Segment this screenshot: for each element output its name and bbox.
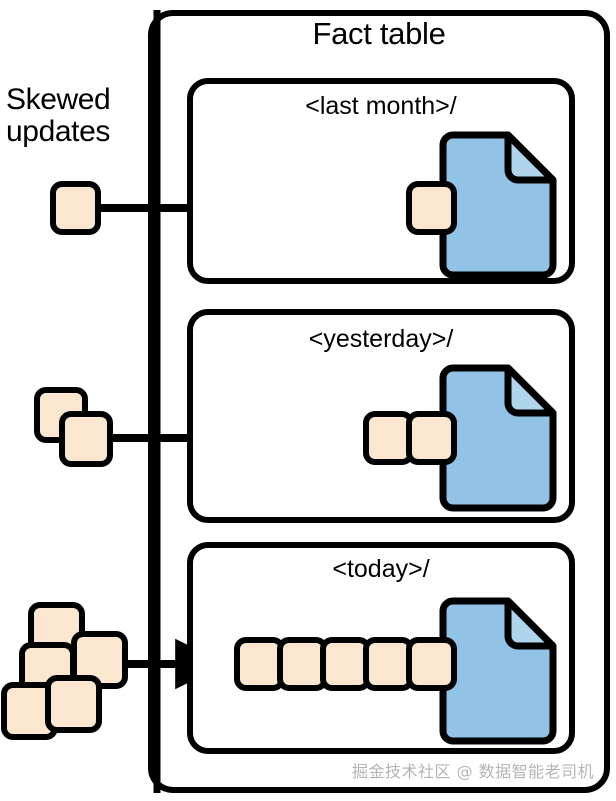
partition-label-last-month: <last month>/ — [305, 92, 457, 120]
partition-panel-today[interactable] — [187, 542, 575, 754]
partition-panel-yesterday[interactable] — [187, 309, 575, 523]
appended-block — [406, 411, 457, 465]
document-icon — [439, 597, 557, 745]
update-box — [45, 675, 102, 733]
appended-blocks — [234, 637, 457, 691]
watermark-text: 掘金技术社区 @ 数据智能老司机 — [352, 762, 595, 781]
document-icon — [439, 364, 557, 512]
update-box — [59, 411, 113, 467]
fact-table-frame — [148, 10, 610, 793]
appended-block — [363, 637, 414, 691]
partition-label-yesterday: <yesterday>/ — [308, 325, 454, 353]
skewed-updates-label: Skewed updates — [6, 83, 111, 148]
page-title: Fact table — [312, 16, 446, 51]
skewed-update-stack-today[interactable] — [1, 602, 128, 740]
appended-block — [320, 637, 371, 691]
partition-label-today: <today>/ — [332, 555, 430, 583]
partition-panel-last-month[interactable] — [187, 78, 575, 284]
appended-block — [363, 411, 414, 465]
update-box — [50, 181, 101, 235]
appended-block — [406, 637, 457, 691]
appended-block — [277, 637, 328, 691]
appended-blocks — [363, 411, 457, 465]
appended-blocks — [406, 181, 457, 235]
skewed-update-stack-last-month[interactable] — [50, 181, 101, 235]
document-icon — [439, 131, 557, 279]
skewed-update-stack-yesterday[interactable] — [34, 387, 113, 467]
appended-block — [234, 637, 285, 691]
appended-block — [406, 181, 457, 235]
